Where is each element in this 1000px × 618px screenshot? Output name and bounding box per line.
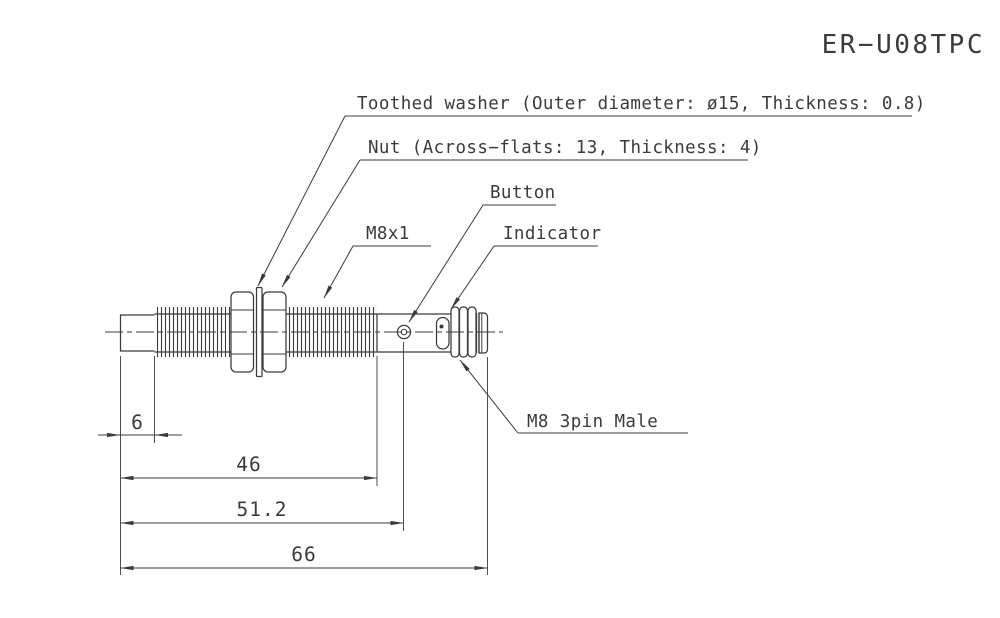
dimension-button-offset: 51.2 (120, 498, 404, 526)
dim-value-46: 46 (236, 453, 261, 476)
dim-value-6: 6 (131, 411, 144, 434)
connector-label: M8 3pin Male (527, 412, 658, 432)
indicator-label: Indicator (503, 224, 601, 244)
thread-root-lines-b (286, 313, 378, 353)
hex-nut-2 (262, 291, 287, 373)
thread-root-lines-a (154, 313, 231, 353)
hex-nut-1 (230, 291, 255, 373)
toothed-washer (255, 286, 263, 378)
connector-barrel (475, 312, 489, 354)
thread-section-a (154, 307, 231, 357)
dim-value-66: 66 (291, 543, 316, 566)
callout-connector: M8 3pin Male (459, 359, 688, 434)
callout-thread: M8x1 (323, 224, 431, 299)
sensor-body (105, 286, 503, 378)
rear-body (377, 313, 451, 353)
indicator-window (435, 316, 450, 350)
button-label: Button (490, 183, 556, 203)
part-number-title: ER−U08TPC (822, 30, 985, 60)
thread-label: M8x1 (366, 224, 410, 244)
callouts: Toothed washer (Outer diameter: ø15, Thi… (257, 94, 926, 434)
dim-value-51-2: 51.2 (237, 498, 288, 521)
dimension-overall-length: 66 (120, 543, 488, 571)
dimension-nose-length: 6 (98, 411, 182, 438)
callout-nut: Nut (Across−flats: 13, Thickness: 4) (281, 138, 762, 288)
thread-section-b (288, 307, 377, 357)
nut-label: Nut (Across−flats: 13, Thickness: 4) (368, 138, 762, 158)
dimension-thread-length: 46 (120, 453, 378, 481)
toothed-washer-label: Toothed washer (Outer diameter: ø15, Thi… (357, 94, 926, 114)
callout-toothed-washer: Toothed washer (Outer diameter: ø15, Thi… (257, 94, 926, 287)
callout-indicator: Indicator (450, 224, 601, 310)
teach-button (396, 324, 412, 340)
dimensions: 6 46 51.2 66 (98, 342, 488, 575)
nose-tip (119, 314, 155, 352)
callout-button: Button (408, 183, 556, 323)
